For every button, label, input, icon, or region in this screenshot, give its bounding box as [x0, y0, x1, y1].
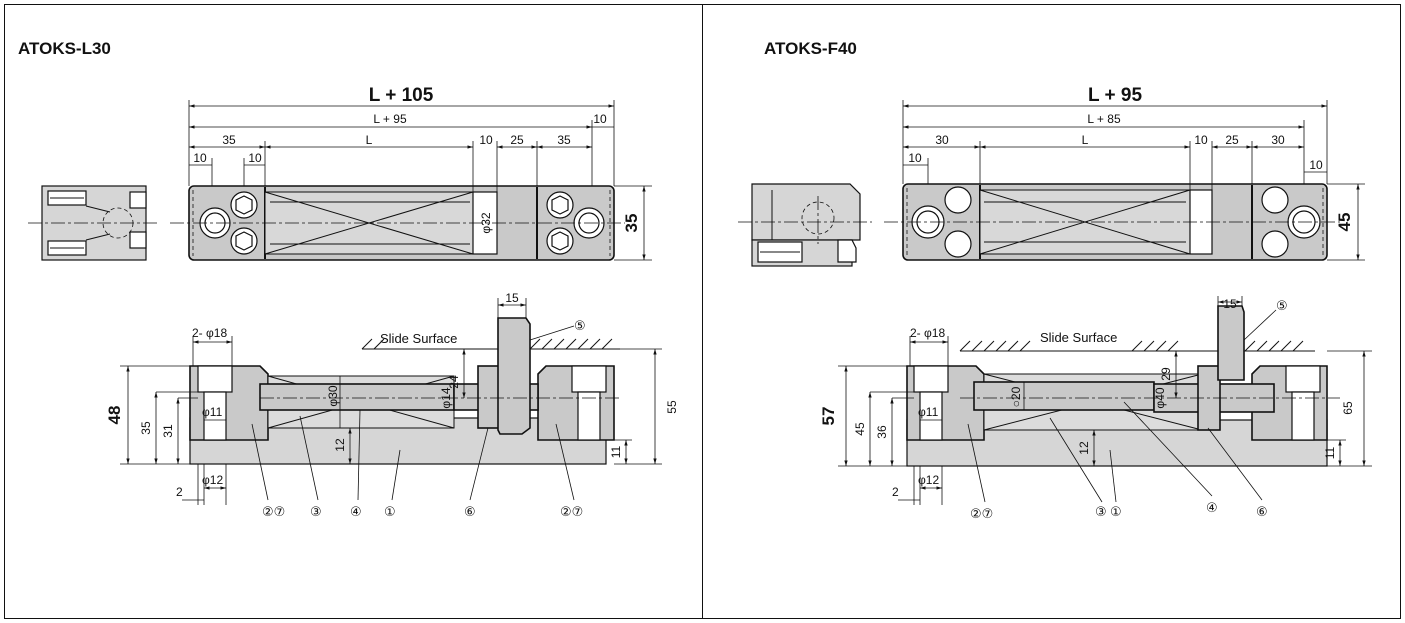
dim-d30: φ30 [326, 385, 340, 406]
side-view-right: Slide Surface 15 2- φ18 [819, 296, 1372, 521]
dim-2-left: 2 [176, 485, 183, 499]
dim-24: 24 [447, 375, 461, 389]
callout-5-left: ⑤ [574, 318, 586, 333]
dim-d12-left: φ12 [202, 473, 223, 487]
dim-holes-left: 2- φ18 [192, 326, 227, 340]
dim-35-side: 35 [139, 421, 153, 435]
callout-3-right: ③ [1095, 504, 1107, 519]
slide-surface-right: Slide Surface [1040, 330, 1117, 345]
dim-45-side: 45 [853, 422, 867, 436]
callout-6-right: ⑥ [1256, 504, 1268, 519]
slide-surface-left: Slide Surface [380, 331, 457, 346]
panel-right: ATOKS-F40 [738, 39, 1372, 521]
callout-4-left: ④ [350, 504, 362, 519]
dim-11-left: 11 [609, 445, 623, 458]
dim-25-left: 25 [510, 133, 524, 147]
dim-overall-left: L + 105 [369, 85, 434, 106]
dim-30-left: 30 [935, 133, 949, 147]
callout-6-left: ⑥ [464, 504, 476, 519]
dim-15-left: 15 [505, 291, 519, 305]
dim-15-right: 15 [1223, 297, 1237, 311]
callout-27-a: ②⑦ [262, 504, 285, 519]
dim-d40: φ40 [1153, 387, 1167, 408]
dim-11-right: 11 [1323, 446, 1337, 459]
end-view-right [738, 183, 872, 267]
dim-10-a-right: 10 [908, 151, 922, 165]
dim-36: 36 [875, 425, 889, 439]
callout-27-right: ②⑦ [970, 506, 993, 521]
dim-overall-right: L + 95 [1088, 85, 1142, 106]
dim-height-35: 35 [622, 214, 641, 233]
dim-d12-right: φ12 [918, 473, 939, 487]
dim-31: 31 [161, 424, 175, 438]
dim-29: 29 [1159, 367, 1173, 381]
top-dims-left: L + 105 L + 95 10 35 L 10 25 35 10 10 [188, 85, 652, 261]
dim-10-right-end: 10 [593, 112, 607, 126]
dim-d14: φ14 [439, 387, 453, 408]
dim-10-b: 10 [248, 151, 262, 165]
dim-2-right: 2 [892, 485, 899, 499]
dim-inner-left: L + 95 [373, 112, 407, 126]
top-view-right [884, 183, 1340, 261]
callout-1-left: ① [384, 504, 396, 519]
callout-27-b: ②⑦ [560, 504, 583, 519]
dia-32-label: φ32 [479, 212, 493, 233]
callout-3-left: ③ [310, 504, 322, 519]
side-view-left: Slide Surface 15 [105, 291, 679, 519]
dim-10-a: 10 [193, 151, 207, 165]
dim-holes-right: 2- φ18 [910, 326, 945, 340]
callout-1-right: ① [1110, 504, 1122, 519]
dim-height-45: 45 [1335, 213, 1354, 232]
dim-57: 57 [819, 407, 838, 426]
dim-12-left: 12 [333, 438, 347, 452]
end-view-left [28, 185, 160, 261]
dim-d11-right: φ11 [918, 405, 939, 419]
top-dims-right: L + 95 L + 85 30 L 10 25 30 10 10 [902, 85, 1365, 261]
callout-4-right: ④ [1206, 500, 1218, 515]
callout-5-right: ⑤ [1276, 298, 1288, 313]
top-view-left: φ32 [170, 185, 625, 261]
dim-d20: ○20 [1009, 386, 1023, 407]
dim-d11-left: φ11 [202, 405, 223, 419]
dim-L-left: L [366, 133, 373, 147]
panel-left: ATOKS-L30 [18, 39, 679, 519]
dim-inner-right: L + 85 [1087, 112, 1121, 126]
dim-L-right: L [1082, 133, 1089, 147]
dim-25-right: 25 [1225, 133, 1239, 147]
model-title-right: ATOKS-F40 [764, 39, 857, 58]
dim-35-right: 35 [557, 133, 571, 147]
dim-12-right: 12 [1077, 441, 1091, 455]
dim-30-right: 30 [1271, 133, 1285, 147]
dim-10-mid: 10 [479, 133, 493, 147]
model-title-left: ATOKS-L30 [18, 39, 111, 58]
dim-65: 65 [1341, 401, 1355, 415]
dim-48: 48 [105, 406, 124, 425]
dim-10-end-right: 10 [1309, 158, 1323, 172]
dim-10-mid-right: 10 [1194, 133, 1208, 147]
dim-35-left: 35 [222, 133, 236, 147]
dim-55: 55 [665, 400, 679, 414]
